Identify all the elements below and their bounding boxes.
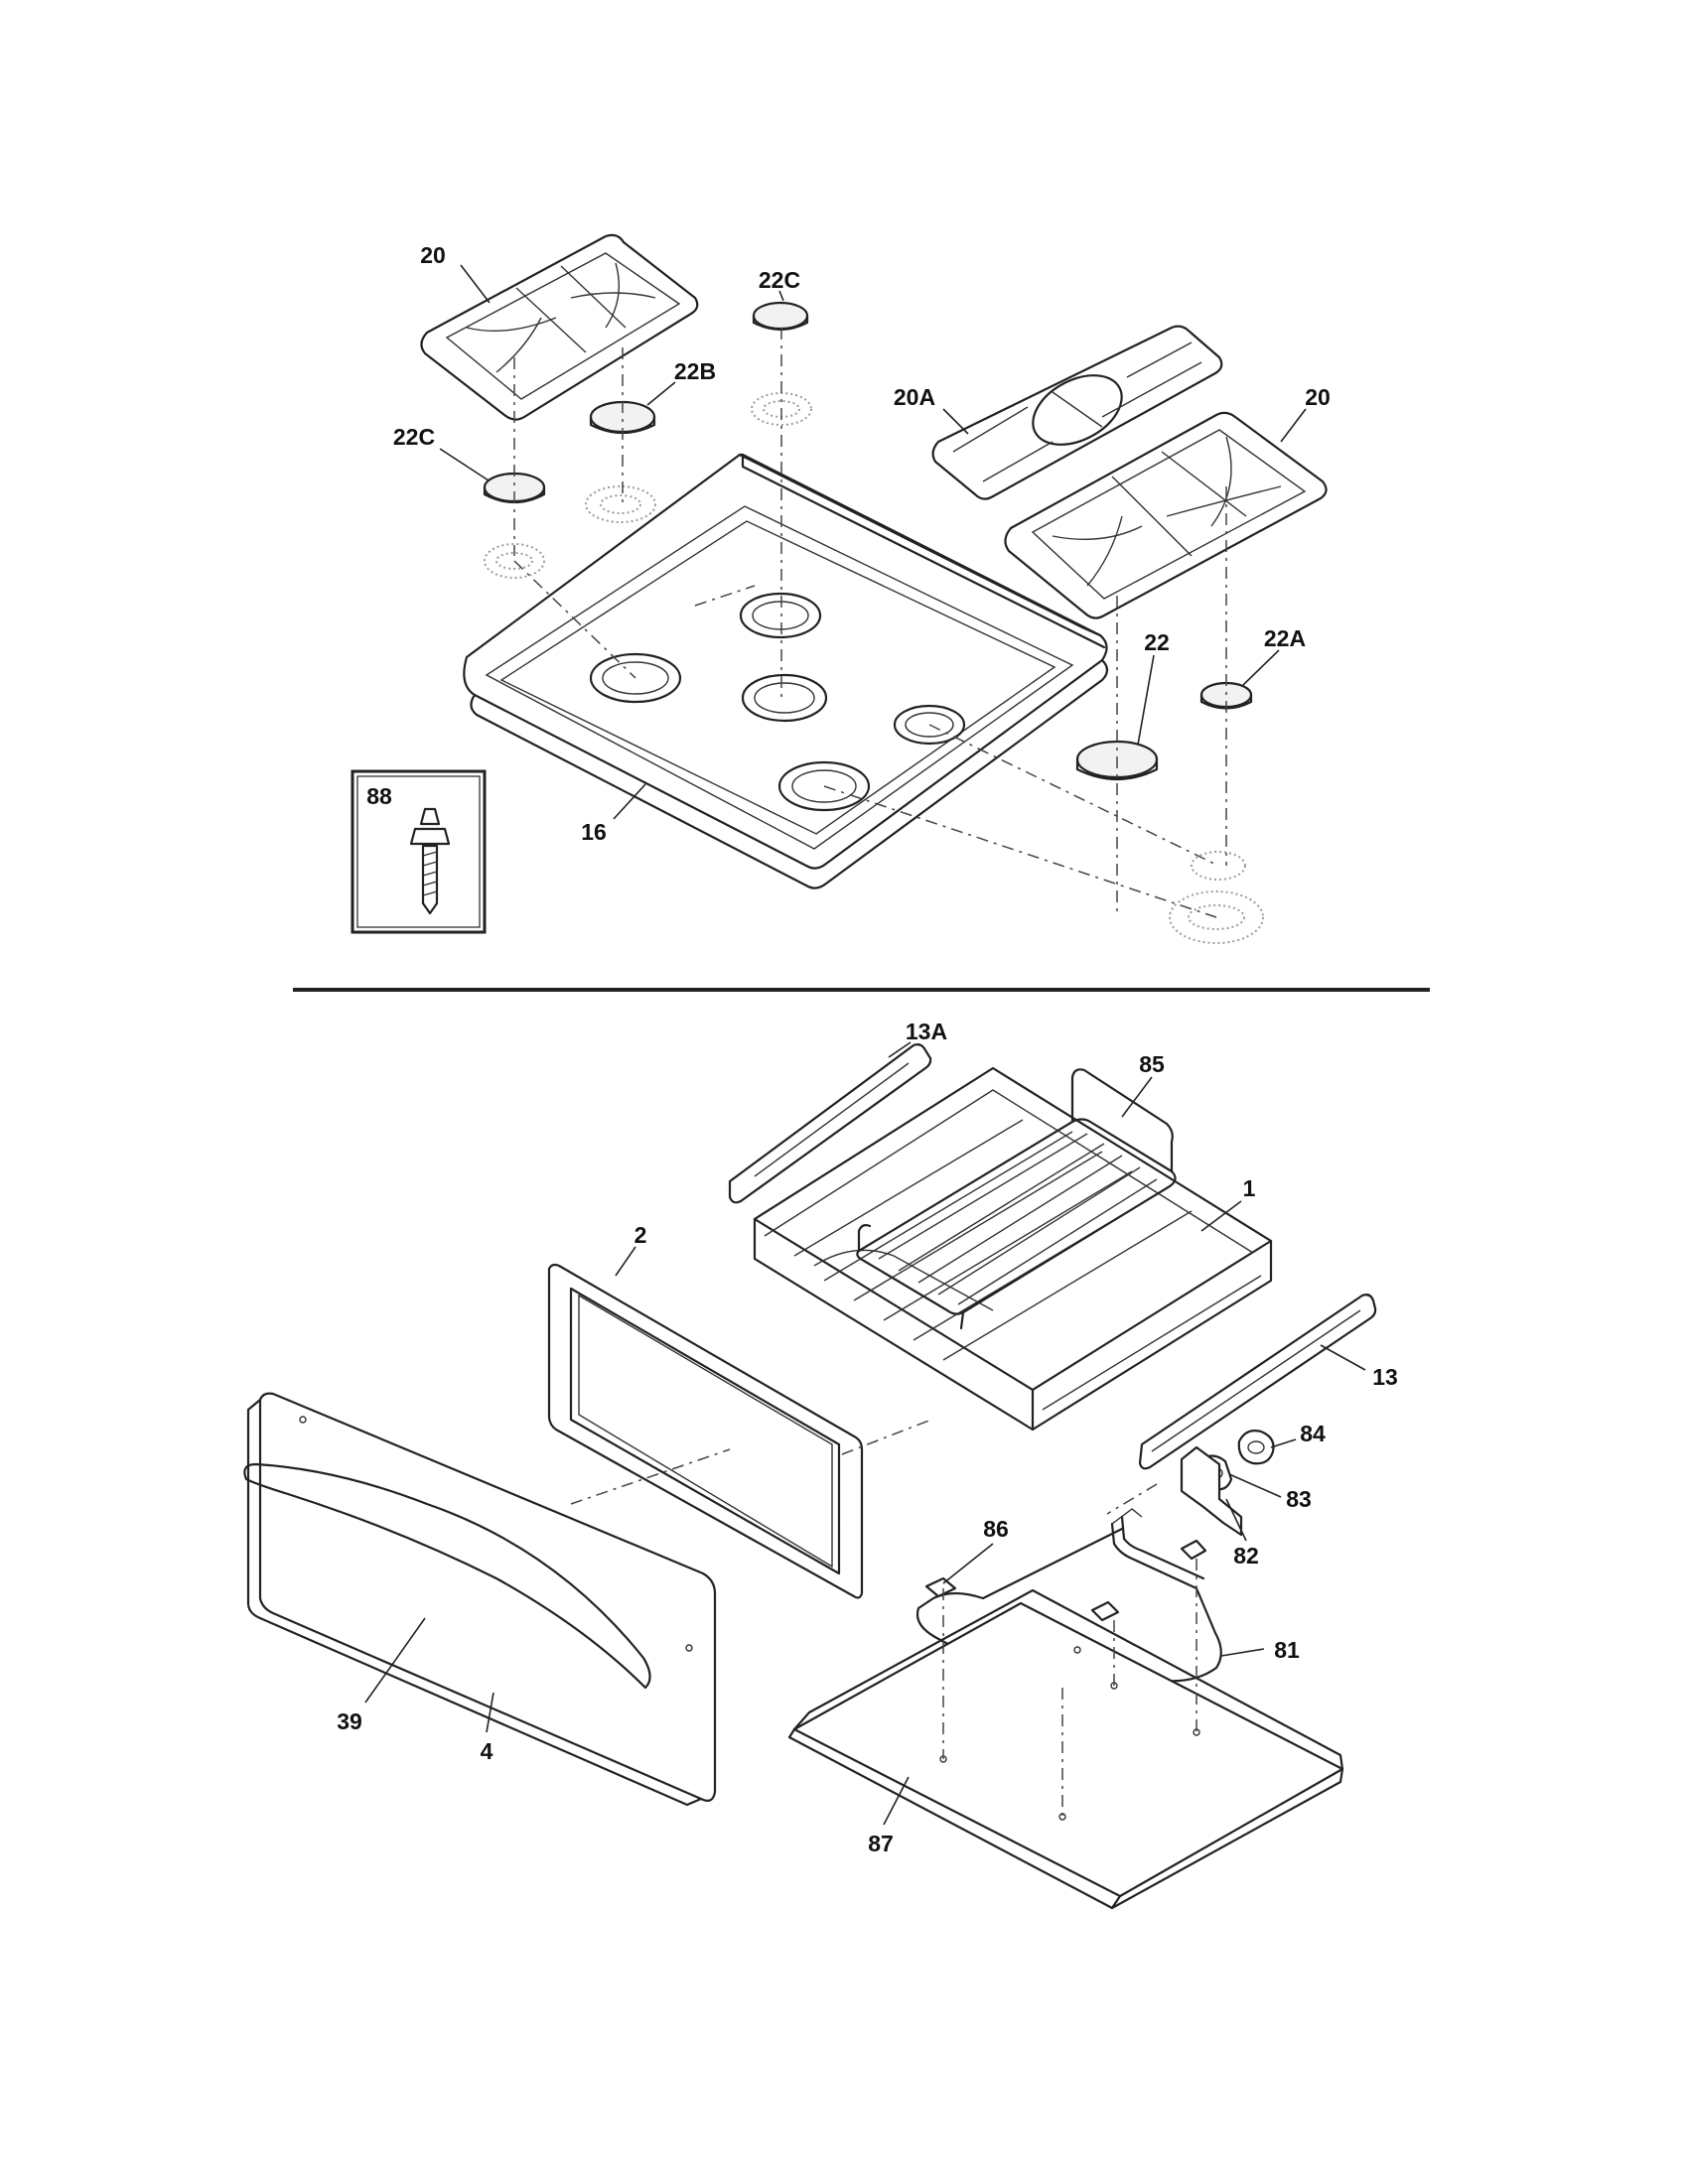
part-84[interactable]	[1237, 1430, 1275, 1465]
assembly-center-lines-top	[513, 328, 1227, 918]
label-2: 2	[634, 1222, 647, 1248]
label-13: 13	[1372, 1364, 1398, 1390]
label-85: 85	[1139, 1051, 1165, 1077]
label-22c-top: 22C	[759, 267, 800, 293]
label-20a: 20A	[894, 384, 935, 410]
grate-right-part-20a[interactable]	[931, 325, 1223, 500]
drawer-front-panel-part-4[interactable]	[243, 1392, 717, 1807]
label-22b: 22B	[674, 358, 716, 384]
drawer-box-part-1[interactable]	[753, 1066, 1273, 1432]
label-22c-left: 22C	[393, 424, 435, 450]
label-16: 16	[581, 819, 607, 845]
drawer-rack-part-85[interactable]	[856, 1068, 1177, 1330]
label-87: 87	[868, 1831, 894, 1856]
label-22: 22	[1144, 629, 1170, 655]
burner-cap-22c-top[interactable]	[752, 301, 809, 332]
label-81: 81	[1274, 1637, 1300, 1663]
drawer-handle-part-39[interactable]	[243, 1462, 651, 1690]
label-39: 39	[337, 1708, 362, 1734]
clips-part-86[interactable]	[924, 1539, 1207, 1690]
drawer-door-frame-part-2[interactable]	[547, 1263, 864, 1599]
top-callout-leaders	[439, 264, 1307, 820]
drawer-bottom-panel-part-87[interactable]	[787, 1588, 1344, 1910]
grate-right-part-20[interactable]	[1004, 411, 1328, 619]
label-84: 84	[1300, 1421, 1326, 1446]
bottom-callout-leaders	[364, 1041, 1366, 1826]
label-88: 88	[366, 783, 392, 809]
callout-labels: 20 22C 22B 22C 20A 20 22 22A 16 88 13A 8…	[337, 242, 1398, 1856]
label-83: 83	[1286, 1486, 1312, 1512]
grate-left-part-20[interactable]	[420, 233, 699, 421]
screw-88-icon	[409, 807, 451, 915]
drawer-rail-13a[interactable]	[728, 1043, 932, 1204]
drawer-rail-13[interactable]	[1138, 1294, 1377, 1470]
label-82: 82	[1233, 1543, 1259, 1569]
igniter-assembly[interactable]	[1106, 1430, 1275, 1537]
label-20-left: 20	[420, 242, 446, 268]
label-4: 4	[481, 1738, 493, 1764]
label-20-right: 20	[1305, 384, 1331, 410]
cooktop-part-16[interactable]	[463, 453, 1109, 889]
label-1: 1	[1243, 1175, 1256, 1201]
label-86: 86	[983, 1516, 1009, 1542]
bracket-part-82[interactable]	[1180, 1445, 1243, 1537]
label-13a: 13A	[906, 1019, 947, 1044]
inset-box-part-88[interactable]	[351, 769, 487, 934]
label-22a: 22A	[1264, 625, 1306, 651]
cooktop-burner-openings	[589, 592, 966, 812]
assembly-center-lines-bottom	[570, 1419, 1197, 1817]
